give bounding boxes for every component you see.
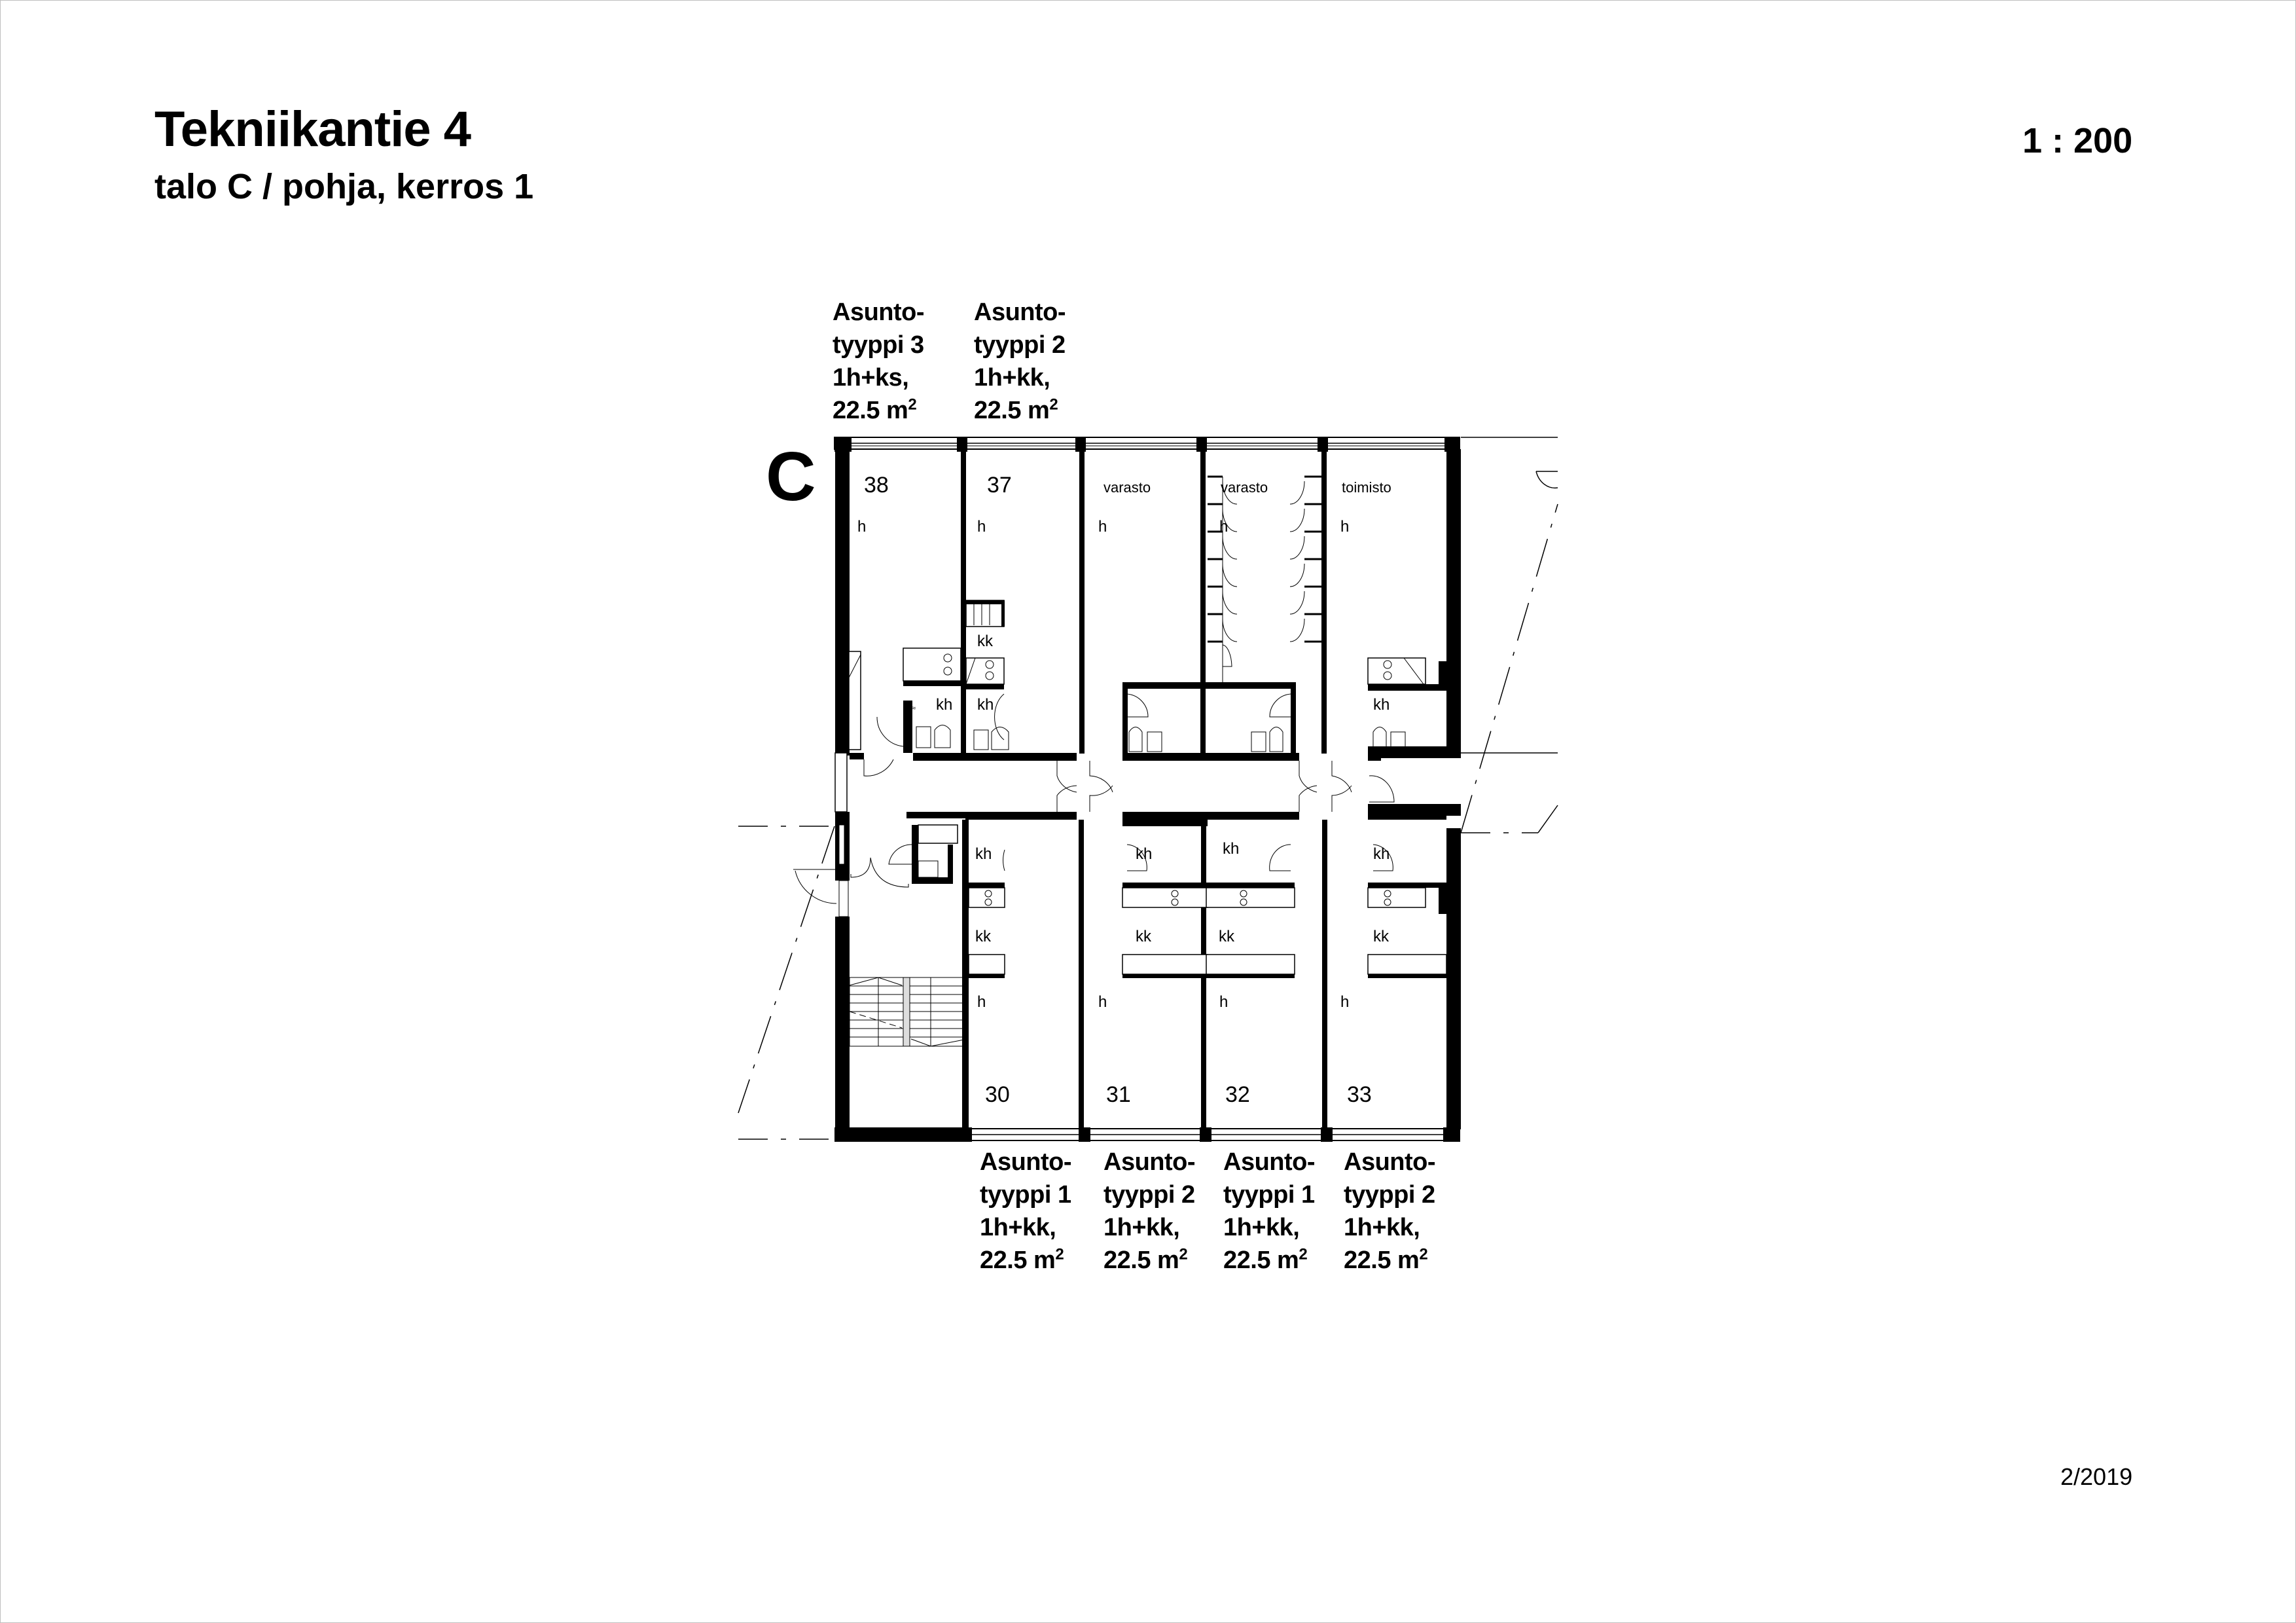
unit-label-line: Asunto- — [833, 299, 925, 326]
unit-area: 22.5 m2 — [833, 395, 917, 424]
svg-text:kk: kk — [975, 928, 992, 945]
unit-area: 22.5 m2 — [974, 395, 1058, 424]
unit-label-31: Asunto- tyyppi 2 1h+kk, 22.5 m2 — [1103, 1146, 1196, 1277]
svg-text:kk: kk — [977, 632, 994, 650]
unit-number-33: 33 — [1347, 1082, 1372, 1107]
unit-number-37: 37 — [987, 473, 1012, 498]
drawing-title: Tekniikantie 4 — [154, 101, 471, 157]
unit-label-37: Asunto- tyyppi 2 1h+kk, 22.5 m2 — [974, 296, 1066, 427]
unit-label-line: 1h+ks, — [833, 364, 909, 392]
svg-text:h: h — [977, 993, 986, 1011]
unit-label-line: 1h+kk, — [980, 1214, 1056, 1241]
room-label-toimisto: toimisto — [1342, 479, 1391, 496]
unit-area: 22.5 m2 — [1344, 1245, 1428, 1274]
unit-label-line: tyyppi 3 — [833, 331, 924, 359]
building-letter: C — [766, 438, 816, 515]
svg-text:kh: kh — [975, 845, 992, 863]
svg-text:kh: kh — [977, 696, 994, 714]
svg-text:kk: kk — [1373, 928, 1390, 945]
unit-label-33: Asunto- tyyppi 2 1h+kk, 22.5 m2 — [1344, 1146, 1436, 1277]
unit-number-38: 38 — [864, 473, 889, 498]
drawing-subtitle: talo C / pohja, kerros 1 — [154, 167, 534, 206]
room-label-varasto: varasto — [1103, 479, 1151, 496]
unit-label-32: Asunto- tyyppi 1 1h+kk, 22.5 m2 — [1223, 1146, 1316, 1277]
unit-label-line: 1h+kk, — [1223, 1214, 1300, 1241]
unit-label-line: tyyppi 2 — [1344, 1181, 1435, 1209]
unit-area: 22.5 m2 — [1103, 1245, 1188, 1274]
svg-text:varasto: varasto — [1221, 479, 1268, 496]
svg-text:≈: ≈ — [912, 704, 916, 712]
unit-label-line: 1h+kk, — [1344, 1214, 1420, 1241]
svg-text:h: h — [977, 518, 986, 536]
unit-label-line: Asunto- — [1223, 1148, 1316, 1176]
svg-text:kh: kh — [1136, 845, 1152, 863]
unit-number-30: 30 — [985, 1082, 1010, 1107]
unit-label-30: Asunto- tyyppi 1 1h+kk, 22.5 m2 — [980, 1146, 1072, 1277]
svg-text:kh: kh — [1373, 845, 1390, 863]
svg-text:kk: kk — [1136, 928, 1152, 945]
unit-number-32: 32 — [1225, 1082, 1250, 1107]
unit-label-line: Asunto- — [980, 1148, 1072, 1176]
unit-area: 22.5 m2 — [1223, 1245, 1308, 1274]
svg-text:kh: kh — [936, 696, 952, 714]
svg-text:h: h — [857, 518, 866, 536]
unit-label-line: 1h+kk, — [1103, 1214, 1180, 1241]
svg-text:h: h — [1219, 993, 1228, 1011]
unit-label-38: Asunto- tyyppi 3 1h+ks, 22.5 m2 — [833, 296, 925, 427]
unit-label-line: tyyppi 2 — [1103, 1181, 1195, 1209]
drawing-scale: 1 : 200 — [2022, 121, 2133, 160]
unit-label-line: Asunto- — [1344, 1148, 1436, 1176]
drawing-date: 2/2019 — [2060, 1463, 2133, 1490]
unit-area: 22.5 m2 — [980, 1245, 1064, 1274]
unit-number-31: 31 — [1106, 1082, 1131, 1107]
svg-text:h: h — [1098, 993, 1107, 1011]
svg-text:h: h — [1219, 518, 1228, 536]
svg-text:kh: kh — [1223, 840, 1239, 858]
svg-text:h: h — [1340, 993, 1349, 1011]
svg-text:kh: kh — [1373, 696, 1390, 714]
unit-label-line: tyyppi 1 — [1223, 1181, 1315, 1209]
unit-label-line: Asunto- — [1103, 1148, 1196, 1176]
unit-label-line: Asunto- — [974, 299, 1066, 326]
unit-label-line: tyyppi 1 — [980, 1181, 1071, 1209]
svg-text:h: h — [1098, 518, 1107, 536]
unit-label-line: 1h+kk, — [974, 364, 1050, 392]
unit-label-line: tyyppi 2 — [974, 331, 1066, 359]
svg-text:h: h — [1340, 518, 1349, 536]
svg-text:kk: kk — [1219, 928, 1235, 945]
